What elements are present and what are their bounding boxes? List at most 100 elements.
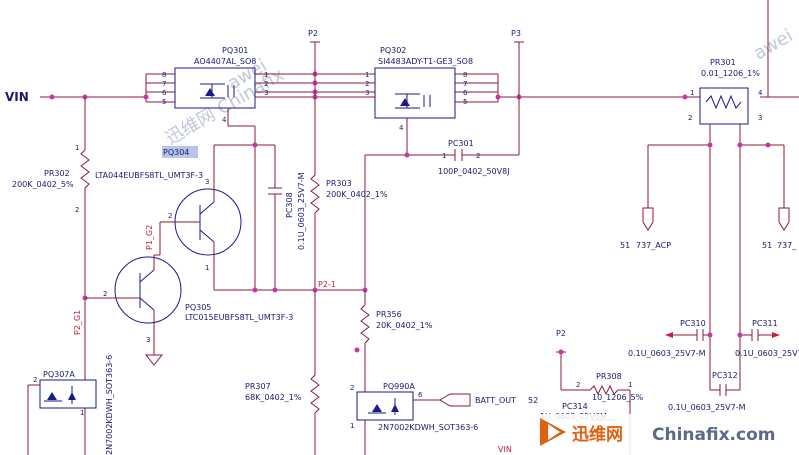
pin-label: 7 xyxy=(162,80,166,88)
pr302-ref: PR302 xyxy=(44,169,70,178)
pq304-highlight xyxy=(162,146,198,158)
pin-label: 1 xyxy=(690,89,694,97)
watermark-top-right: awei xyxy=(750,25,797,64)
pin-label: 2 xyxy=(365,80,369,88)
junction xyxy=(49,94,55,100)
pin-label: 3 xyxy=(146,336,150,344)
pin-label: 1 xyxy=(442,152,446,160)
acn-page: 51 xyxy=(762,241,772,250)
pr308-ref: PR308 xyxy=(596,372,622,381)
batt-out-label: BATT_OUT xyxy=(475,396,516,405)
capacitor-pc310 xyxy=(665,329,710,341)
pin-label: 3 xyxy=(758,114,762,122)
logo-en-text: Chinafix.com xyxy=(652,425,775,445)
resistor-pr356 xyxy=(360,290,370,392)
pr301-ref: PR301 xyxy=(710,58,736,67)
pin-label: 1 xyxy=(264,71,268,79)
pin-label: 2 xyxy=(476,152,480,160)
pin-label: 8 xyxy=(463,71,467,79)
pin-label: 6 xyxy=(418,391,423,399)
mosfet-pq302 xyxy=(374,67,456,155)
junction xyxy=(682,94,688,100)
pin-label: 2 xyxy=(576,381,580,389)
pq301-ref: PQ301 xyxy=(222,46,248,55)
pin-label: 3 xyxy=(264,89,268,97)
pr356-ref: PR356 xyxy=(376,310,402,319)
pq304-ref: PQ304 xyxy=(163,148,189,157)
site-logo: 迅维网 Chinafix.com xyxy=(536,414,799,455)
pc311-value: 0.1U_0603_25V7-M xyxy=(735,349,799,358)
pc308-ref: PC308 xyxy=(285,192,294,218)
resistor-pr301 xyxy=(647,0,785,390)
pin-label: 1 xyxy=(628,381,632,389)
pin-label: 1 xyxy=(80,409,84,417)
offpage-acn xyxy=(778,207,790,231)
pin-label: 1 xyxy=(75,144,79,152)
pr303-ref: PR303 xyxy=(326,179,352,188)
pin-label: 6 xyxy=(162,89,167,97)
resistor-pr303 xyxy=(310,174,320,218)
pq301-value: AO4407AL_SO8 xyxy=(194,57,256,66)
offpage-batt-out xyxy=(439,393,471,407)
acp-page: 51 xyxy=(620,241,630,250)
pc310-value: 0.1U_0603_25V7-M xyxy=(628,349,706,358)
pin-label: 6 xyxy=(463,89,468,97)
pr356-value: 20K_0402_1% xyxy=(376,321,433,330)
pin-label: 7 xyxy=(463,80,467,88)
logo-cn-text: 迅维网 xyxy=(572,424,623,445)
pc308-value: 0.1U_0603_25V7-M xyxy=(297,172,306,250)
junction xyxy=(272,287,278,293)
pin-label: 2 xyxy=(103,290,107,298)
pq302-ref: PQ302 xyxy=(380,46,406,55)
pin-label: 2 xyxy=(168,212,172,220)
pr308-value: 10_1206_5% xyxy=(592,393,644,402)
pq302-value: SI4483ADY-T1-GE3_SO8 xyxy=(378,57,473,66)
pin-label: 8 xyxy=(162,71,166,79)
net-label-p2-1: P2-1 xyxy=(318,280,336,289)
junction xyxy=(143,94,149,100)
pin-label: 4 xyxy=(758,89,763,97)
resistor-pr307 xyxy=(310,290,320,455)
pin-label: 2 xyxy=(350,384,354,392)
junction xyxy=(404,152,410,158)
junction xyxy=(765,142,771,148)
pq307a-value: 2N7002KDWH_SOT363-6 xyxy=(105,355,114,455)
pin-label: 1 xyxy=(350,422,354,430)
net-label-p3: P3 xyxy=(511,29,521,38)
net-label-p1-g2: P1_G2 xyxy=(145,225,154,250)
mosfet-pq301 xyxy=(174,67,256,290)
acp-label: 737_ACP xyxy=(636,241,671,250)
junction xyxy=(252,142,258,148)
net-label-p2: P2 xyxy=(308,29,318,38)
pin-label: 5 xyxy=(463,98,467,106)
junction xyxy=(495,94,501,100)
pin-label: 2 xyxy=(688,114,692,122)
junction xyxy=(354,347,360,353)
pr307-value: 68K_0402_1% xyxy=(245,393,302,402)
pc312-value: 0.1U_0603_25V7-M xyxy=(668,403,746,412)
pq305-value: LTC015EUBFS8TL_UMT3F-3 xyxy=(185,313,293,322)
capacitor-pc308 xyxy=(255,144,282,290)
junction xyxy=(707,142,713,148)
pin-label: 4 xyxy=(222,116,227,124)
net-label-p2-lower: P2 xyxy=(556,329,566,338)
net-label-vin-bottom: VIN xyxy=(498,445,512,454)
transistor-pq304 xyxy=(160,144,255,290)
pin-label: 4 xyxy=(399,124,404,132)
pr307-ref: PR307 xyxy=(245,382,271,391)
capacitor-pc312 xyxy=(710,384,740,396)
offpage-acp xyxy=(642,207,654,231)
pq304-value: LTA044EUBFS8TL_UMT3F-3 xyxy=(95,171,203,180)
pc301-value: 100P_0402_50V8J xyxy=(438,167,510,176)
pin-label: 5 xyxy=(162,98,166,106)
junction xyxy=(737,142,743,148)
resistor-pr302 xyxy=(80,97,90,370)
pin-label: 1 xyxy=(365,71,369,79)
pin-label: 2 xyxy=(33,376,37,384)
junction xyxy=(737,332,743,338)
pq307a-ref: PQ307A xyxy=(43,370,75,379)
acn-label: 737_ xyxy=(777,241,797,250)
net-label-p2-g1: P2_G1 xyxy=(73,310,82,335)
pc301-ref: PC301 xyxy=(448,139,474,148)
